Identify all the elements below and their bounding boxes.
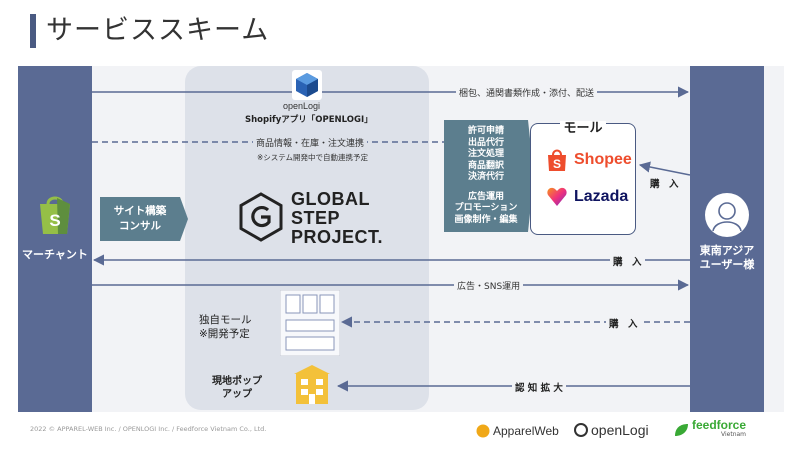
mall-purchase-label: 購 入 xyxy=(650,179,679,190)
site-consulting-box: サイト構築 コンサル xyxy=(100,197,180,241)
popup-line2: アップ xyxy=(222,389,252,400)
openlogi-footer-logo: openLogi xyxy=(573,422,649,438)
customer-label-line2: ユーザー様 xyxy=(699,258,755,271)
merchant-column xyxy=(18,66,92,412)
apparelweb-logo: ApparelWeb xyxy=(476,424,559,438)
lazada-wordmark: Lazada xyxy=(574,188,629,205)
apparelweb-wordmark: ApparelWeb xyxy=(493,424,559,438)
feedforce-sub: Vietnam xyxy=(721,431,747,438)
user-avatar-icon xyxy=(705,193,749,237)
gsp-line1: GLOBAL xyxy=(291,189,370,209)
sync-note: ※システム開発中で自動連携予定 xyxy=(257,153,369,162)
footer-copyright: 2022 © APPAREL-WEB Inc. / OPENLOGI Inc. … xyxy=(30,425,267,433)
openlogi-footer-wordmark: openLogi xyxy=(591,422,649,438)
global-step-hexagon-icon xyxy=(239,192,283,242)
consulting-arrow-tip xyxy=(180,197,188,241)
ads-label: 広告・SNS運用 xyxy=(454,279,524,292)
openlogi-brand-small: openLogi xyxy=(283,101,321,111)
apparelweb-mark-icon xyxy=(476,424,490,438)
service-item: 注文処理 xyxy=(467,149,504,159)
consulting-line2: コンサル xyxy=(119,220,161,232)
shopify-bag-icon: S xyxy=(40,196,70,234)
shopee-bag-icon: S xyxy=(548,149,566,171)
service-item: プロモーション xyxy=(454,203,518,213)
customer-label: 東南アジア ユーザー様 xyxy=(690,244,764,272)
service-item: 広告運用 xyxy=(467,191,504,202)
openlogi-app-caption: Shopifyアプリ「OPENLOGI」 xyxy=(245,115,373,125)
shopee-wordmark: Shopee xyxy=(574,151,632,168)
own-mall-line1: 独自モール xyxy=(199,314,252,326)
services-box: 許可申請 出品代行 注文処理 商品翻訳 決済代行 広告運用 プロモーション 画像… xyxy=(444,120,528,232)
own-mall-line2: ※開発予定 xyxy=(199,328,250,340)
customer-column xyxy=(690,66,764,412)
own-mall-purchase-label: 購 入 xyxy=(606,316,641,330)
page-title: サービススキーム xyxy=(46,15,270,46)
consulting-line1: サイト構築 xyxy=(113,205,167,217)
sync-label: 商品情報・在庫・注文連携 xyxy=(253,136,368,149)
svg-text:S: S xyxy=(49,211,60,230)
lazada-logo: Lazada xyxy=(546,186,628,208)
gsp-line2: STEP xyxy=(291,208,341,228)
customer-label-line1: 東南アジア xyxy=(699,244,755,257)
service-item: 商品翻訳 xyxy=(467,160,504,171)
own-mall-label: 独自モール ※開発予定 xyxy=(199,313,252,341)
gsp-line3: PROJECT. xyxy=(291,227,384,247)
shipping-label: 梱包、通関書類作成・添付、配送 xyxy=(456,86,598,99)
openlogi-cube-icon xyxy=(292,70,322,100)
title-accent-bar xyxy=(30,14,36,48)
global-step-project-logo: GLOBAL STEP PROJECT. xyxy=(291,190,383,247)
mall-purchase-arrow xyxy=(638,161,691,176)
service-item: 出品代行 xyxy=(467,137,504,148)
merchant-label: マーチャント xyxy=(22,248,88,261)
svg-text:S: S xyxy=(553,157,561,171)
mall-title-text: モール xyxy=(560,121,606,136)
openlogi-footer-icon xyxy=(574,423,588,437)
own-mall-wireframe-icon xyxy=(280,290,340,356)
popup-store-icon xyxy=(294,365,330,404)
shopee-logo: S Shopee xyxy=(546,148,632,172)
feedforce-wordmark: feedforce xyxy=(692,418,747,432)
service-item: 画像制作・編集 xyxy=(454,214,518,225)
purchase-label: 購 入 xyxy=(610,254,645,268)
service-item: 決済代行 xyxy=(467,172,504,182)
lazada-heart-icon xyxy=(547,187,567,206)
mall-title: モール xyxy=(530,117,636,136)
service-item: 許可申請 xyxy=(467,126,504,136)
feedforce-leaf-icon xyxy=(675,424,688,436)
feedforce-logo: feedforce Vietnam xyxy=(672,418,747,440)
mall-box xyxy=(530,123,636,235)
popup-label: 現地ポップ アップ xyxy=(212,375,262,401)
awareness-label: 認 知 拡 大 xyxy=(512,380,566,394)
popup-line1: 現地ポップ xyxy=(212,376,262,387)
